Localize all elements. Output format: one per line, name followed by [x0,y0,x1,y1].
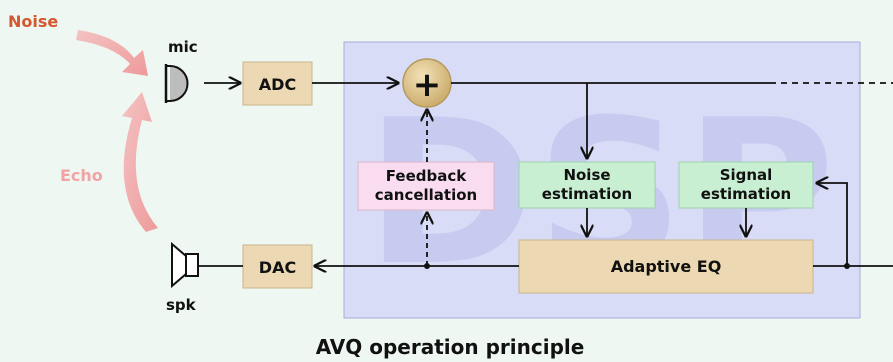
adc-label: ADC [259,75,296,94]
noise-est-label-1: Noise [563,166,610,184]
speaker-icon [171,241,199,289]
feedback-label-2: cancellation [375,186,477,204]
dac-label: DAC [259,258,296,277]
adaptive-eq-label: Adaptive EQ [611,257,722,276]
feedback-cancellation-block [357,161,495,211]
mic-label: mic [168,38,198,56]
echo-arrow [122,92,158,232]
summing-plus-icon: + [413,65,442,105]
noise-est-label-2: estimation [542,185,632,203]
signal-estimation-block [678,161,814,209]
noise-label: Noise [8,12,58,31]
dac-block [242,244,313,289]
noise-arrow [76,30,148,76]
adaptive-eq-block [518,239,814,294]
adc-block [242,61,313,106]
echo-label: Echo [60,166,103,185]
spk-label: spk [166,296,197,314]
feedback-label-1: Feedback [386,167,467,185]
signal-est-label-1: Signal [720,166,773,184]
signal-est-label-2: estimation [701,185,791,203]
microphone-icon [164,64,189,103]
diagram-caption: AVQ operation principle [316,335,585,359]
